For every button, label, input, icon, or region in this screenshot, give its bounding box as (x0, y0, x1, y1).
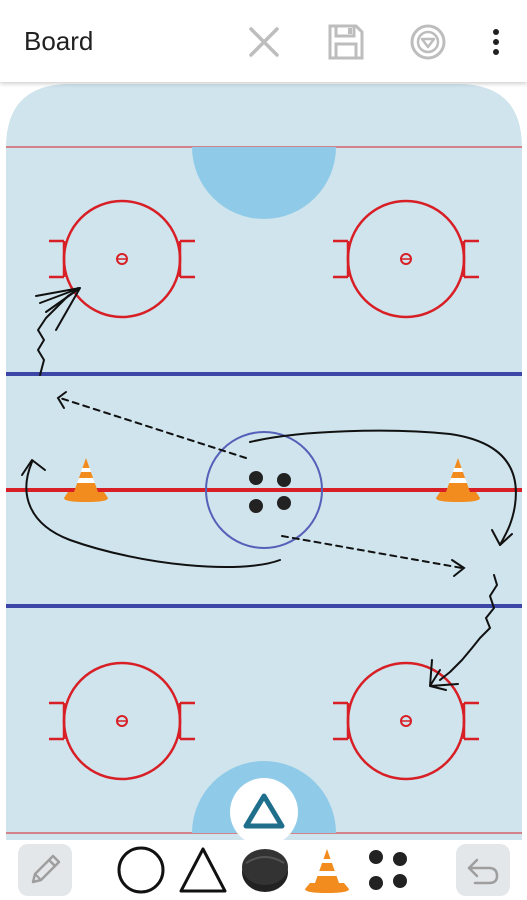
pucks-group[interactable] (249, 471, 291, 513)
faceoff-circle-top-left (49, 199, 195, 319)
close-icon (249, 27, 279, 57)
triangle-fab[interactable] (230, 778, 298, 840)
puck (249, 499, 263, 513)
puck (277, 473, 291, 487)
center-circle (205, 431, 323, 549)
undo-button[interactable] (456, 844, 510, 896)
circle-icon (117, 846, 165, 894)
ice-surface (6, 84, 522, 840)
save-icon (328, 24, 364, 60)
more-vert-icon (493, 29, 499, 55)
drawn-path-squiggle-bottom[interactable] (439, 574, 498, 681)
more-button[interactable] (474, 20, 518, 64)
drawn-path-curve-left[interactable] (25, 461, 281, 569)
cone-icon (305, 849, 349, 893)
faceoff-circle-bottom-right (333, 661, 479, 781)
puck-icon (242, 849, 288, 892)
circle-tool-button[interactable] (114, 844, 168, 896)
save-button[interactable] (324, 20, 368, 64)
drawn-arrowhead (451, 559, 466, 577)
puck-tool-button[interactable] (238, 844, 292, 896)
hockey-rink[interactable] (0, 84, 527, 840)
triangle-icon (243, 793, 285, 829)
app-bar: Board (0, 0, 527, 82)
bottom-toolbar (0, 840, 527, 900)
puck (277, 496, 291, 510)
faceoff-circle-bottom-left (49, 661, 195, 781)
undo-icon (467, 858, 499, 885)
triangle-tool-button[interactable] (176, 844, 230, 896)
drawn-arrowhead (491, 529, 513, 546)
filter-button[interactable] (406, 20, 450, 64)
pucks-group-icon (369, 850, 407, 890)
filter-circle-icon (410, 24, 446, 60)
cone-right[interactable] (436, 458, 480, 502)
drawn-pass-top[interactable] (59, 397, 247, 459)
pucks-group-tool-button[interactable] (360, 844, 414, 896)
faceoff-circle-top-right (333, 199, 479, 319)
drawn-arrowhead (56, 391, 67, 409)
drawn-arrowhead (21, 459, 46, 476)
drawn-pass-bottom[interactable] (281, 535, 463, 569)
drawing-board[interactable] (0, 84, 527, 840)
close-button[interactable] (242, 20, 286, 64)
drawn-path-curve-right[interactable] (249, 429, 517, 546)
puck (249, 471, 263, 485)
cone-tool-button[interactable] (300, 844, 354, 896)
pencil-icon (31, 854, 61, 884)
page-title: Board (24, 26, 94, 56)
drawn-arrowhead (429, 659, 459, 691)
triangle-icon (179, 847, 227, 893)
pencil-tool-button[interactable] (18, 844, 72, 896)
goal-crease-top (192, 147, 336, 219)
drawn-arrowhead (35, 287, 81, 331)
cone-left[interactable] (64, 458, 108, 502)
